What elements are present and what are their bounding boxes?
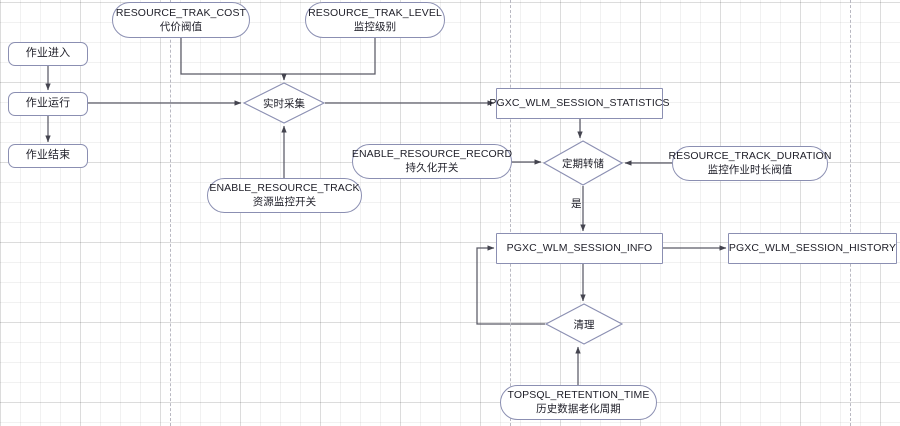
node-label: PGXC_WLM_SESSION_HISTORY — [728, 242, 897, 255]
node-sublabel: 监控级别 — [353, 20, 397, 33]
node-sublabel: 代价阀值 — [159, 20, 203, 33]
node-job-run[interactable]: 作业运行 — [8, 92, 88, 116]
node-job-end[interactable]: 作业结束 — [8, 144, 88, 168]
node-label: RESOURCE_TRAK_COST — [115, 6, 247, 19]
node-cleanup[interactable]: 清理 — [545, 303, 623, 345]
page-boundary-guide — [170, 0, 171, 426]
node-label: PGXC_WLM_SESSION_STATISTICS — [489, 97, 670, 110]
node-label: 作业进入 — [25, 47, 71, 60]
node-label: ENABLE_RESOURCE_RECORD — [351, 148, 513, 161]
node-realtime-collect[interactable]: 实时采集 — [243, 82, 325, 124]
node-resource-trak-level[interactable]: RESOURCE_TRAK_LEVEL 监控级别 — [305, 2, 445, 38]
node-label: 清理 — [573, 318, 595, 331]
node-resource-trak-cost[interactable]: RESOURCE_TRAK_COST 代价阀值 — [112, 2, 250, 38]
edge-cleanup-to-info — [476, 245, 545, 325]
edge-label-yes: 是 — [571, 198, 582, 210]
node-label: ENABLE_RESOURCE_TRACK — [209, 182, 360, 195]
diamond-shape — [545, 303, 623, 345]
node-label: RESOURCE_TRAK_LEVEL — [308, 6, 442, 19]
node-sublabel: 监控作业时长阀值 — [707, 164, 793, 176]
node-resource-track-duration[interactable]: RESOURCE_TRACK_DURATION 监控作业时长阀值 — [668, 146, 831, 181]
page-boundary-guide — [510, 0, 511, 426]
node-sublabel: 历史数据老化周期 — [536, 403, 621, 415]
node-label: 实时采集 — [263, 97, 305, 110]
diamond-shape — [543, 140, 623, 186]
edge-trak-cost-to-realtime — [180, 38, 287, 81]
node-label: RESOURCE_TRACK_DURATION — [668, 150, 832, 163]
diamond-shape — [243, 82, 325, 124]
node-enable-resource-record[interactable]: ENABLE_RESOURCE_RECORD 持久化开关 — [352, 144, 512, 179]
node-sublabel: 持久化开关 — [405, 162, 459, 174]
node-pgxc-wlm-session-info[interactable]: PGXC_WLM_SESSION_INFO — [496, 233, 663, 264]
page-boundary-guide — [850, 0, 851, 426]
node-pgxc-wlm-session-statistics[interactable]: PGXC_WLM_SESSION_STATISTICS — [489, 88, 670, 119]
node-label: 作业运行 — [25, 97, 71, 110]
node-label: TOPSQL_RETENTION_TIME — [507, 389, 650, 402]
node-label: 定期转储 — [562, 157, 604, 170]
node-periodic-dump[interactable]: 定期转储 — [543, 140, 623, 186]
node-topsql-retention-time[interactable]: TOPSQL_RETENTION_TIME 历史数据老化周期 — [500, 385, 657, 420]
node-job-enter[interactable]: 作业进入 — [8, 42, 88, 66]
node-label: 作业结束 — [25, 149, 71, 162]
node-sublabel: 资源监控开关 — [252, 196, 317, 208]
node-label: PGXC_WLM_SESSION_INFO — [506, 242, 653, 255]
node-enable-resource-track[interactable]: ENABLE_RESOURCE_TRACK 资源监控开关 — [207, 178, 362, 213]
edge-trak-level-to-realtime — [281, 38, 376, 81]
node-pgxc-wlm-session-history[interactable]: PGXC_WLM_SESSION_HISTORY — [728, 233, 897, 264]
